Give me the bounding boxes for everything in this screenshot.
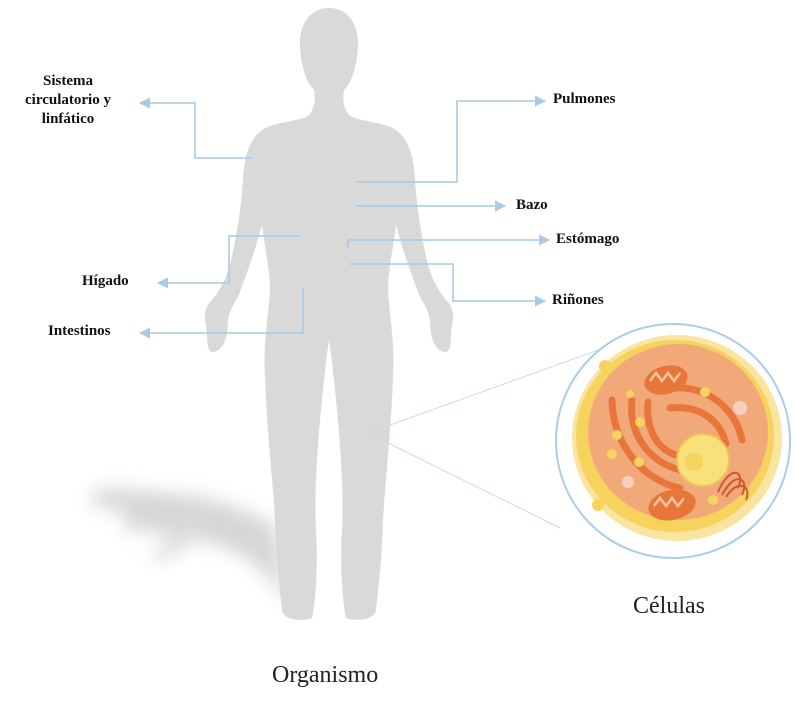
label-sistema-circulatorio: Sistema circulatorio y linfático <box>8 72 128 129</box>
figure-shadow <box>90 489 290 615</box>
label-intestinos: Intestinos <box>48 323 111 340</box>
cell-illustration <box>556 324 790 558</box>
label-rinones: Riñones <box>552 292 604 309</box>
connector-circulatorio <box>140 103 253 158</box>
caption-celulas: Células <box>633 593 705 620</box>
label-higado: Hígado <box>82 273 129 290</box>
label-bazo: Bazo <box>516 197 548 214</box>
caption-organismo: Organismo <box>272 662 378 689</box>
label-pulmones: Pulmones <box>553 91 616 108</box>
label-estomago: Estómago <box>556 231 619 248</box>
